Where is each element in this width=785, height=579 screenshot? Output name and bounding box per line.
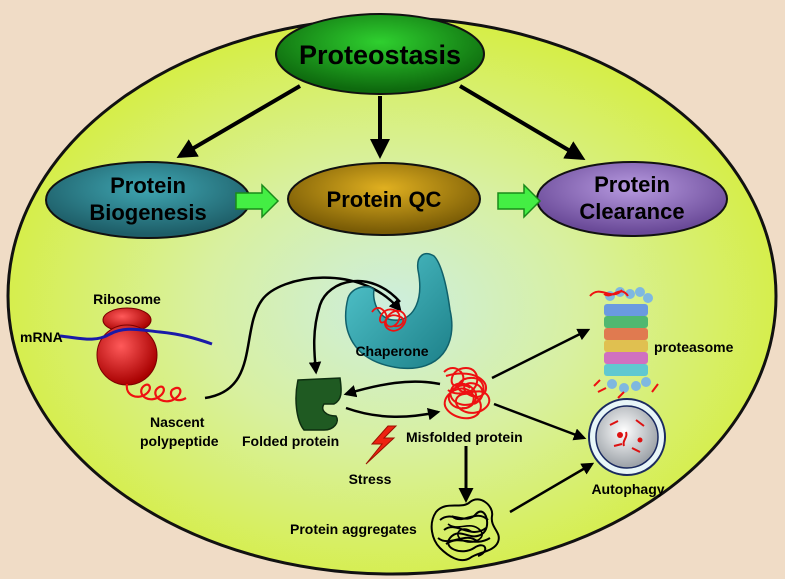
autophagy-label: Autophagy: [591, 481, 664, 497]
green-arrow-qc-to-clearance: [497, 183, 542, 219]
protein-aggregates-tangle: [430, 498, 500, 562]
qc-label: Protein QC: [327, 187, 442, 212]
misfolded-protein-label: Misfolded protein: [406, 429, 523, 445]
chaperone-label: Chaperone: [355, 343, 428, 359]
ribosome: [96, 307, 158, 386]
stress-bolt: [365, 425, 398, 465]
nascent-polypeptide: [125, 383, 187, 403]
arrow-misfolded-to-proteasome: [491, 328, 591, 380]
arrow-chaperone-to-folded: [308, 279, 401, 375]
folded-protein-label: Folded protein: [242, 433, 339, 449]
biogenesis-label-line2: Biogenesis: [89, 200, 206, 225]
stress-label: Stress: [349, 471, 392, 487]
chaperone-client-tangle: [371, 307, 407, 332]
arrow-to-biogenesis: [176, 84, 302, 159]
misfolded-protein-tangle: [443, 366, 491, 420]
clearance-label-line2: Clearance: [579, 199, 684, 224]
nascent-label-line2: polypeptide: [140, 433, 219, 449]
chaperone-shape: [344, 252, 453, 370]
stage-biogenesis: Protein Biogenesis: [45, 161, 251, 239]
aggregates-label: Protein aggregates: [290, 521, 417, 537]
arrow-to-clearance: [458, 84, 586, 161]
proteasome-label: proteasome: [654, 339, 734, 355]
ribosome-label: Ribosome: [93, 291, 161, 307]
mrna-strand: [59, 327, 213, 346]
proteostasis-node: Proteostasis: [275, 13, 485, 95]
proteostasis-title: Proteostasis: [299, 40, 461, 70]
biogenesis-label-line1: Protein: [110, 173, 186, 198]
arrow-aggregates-to-autophagy: [509, 462, 595, 514]
nascent-label-line1: Nascent: [150, 414, 205, 430]
proteasome: [589, 287, 659, 399]
autophagosome: [588, 398, 666, 476]
stage-clearance: Protein Clearance: [536, 161, 728, 237]
arrow-folded-to-misfolded: [345, 406, 441, 421]
mrna-label: mRNA: [20, 329, 63, 345]
arrow-misfolded-to-autophagy: [493, 402, 587, 441]
folded-protein-shape: [295, 377, 342, 431]
arrow-misfolded-to-folded: [343, 380, 441, 398]
stage-qc: Protein QC: [287, 162, 481, 236]
clearance-label-line1: Protein: [594, 172, 670, 197]
green-arrow-biogenesis-to-qc: [235, 183, 280, 219]
